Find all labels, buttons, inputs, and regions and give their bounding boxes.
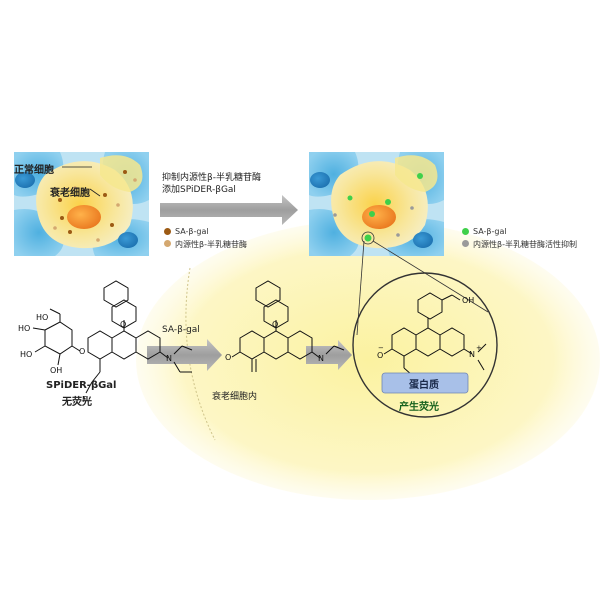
label-normal-cell: 正常细胞 [14,165,54,176]
protein-box [381,372,469,394]
molecule-spider-bgal [32,280,193,394]
atom-o-1: O [79,347,85,356]
cells-panel-after [309,152,444,256]
atom-o-5: O [377,351,383,360]
atom-n-1: N [166,354,172,363]
legend-left-label-1: SA-β-gal [175,227,209,236]
senescent-cell-glow [136,220,600,500]
atom-f: F [82,395,87,404]
inside-cell-label: 衰老细胞内 [212,392,258,402]
atom-n-3: N [469,350,475,359]
product-state: 产生荧光 [399,402,439,413]
atom-n-2: N [318,354,324,363]
probe-state: 无荧光 [62,397,92,408]
legend-left-label-2: 内源性β-半乳糖苷酶 [175,240,247,249]
atom-o-2: O [120,320,126,329]
molecule-intermediate [231,280,345,372]
legend-right-dot-2 [462,240,469,247]
protein-label: 蛋白质 [409,380,439,391]
atom-ho-1: HO [36,313,48,322]
atom-oh-2: OH [462,296,474,305]
reaction-arrow-2 [306,340,352,370]
cells-panel-before [14,152,149,256]
zoom-line-right [372,240,489,313]
atom-o-4: O [272,320,278,329]
atom-ho-3: HO [20,350,32,359]
legend-left-dot-1 [164,228,171,235]
atom-ho-2: HO [18,324,30,333]
atom-o-3: O [225,353,231,362]
step1-line1: 抑制内源性β-半乳糖苷酶 [162,173,261,183]
legend-right-label-2: 内源性β-半乳糖苷酶活性抑制 [473,240,577,249]
label-senescent-cell: 衰老细胞 [50,188,90,199]
legend-left-dot-2 [164,240,171,247]
atom-minus: − [378,344,384,352]
atom-plus: + [476,344,482,352]
zoom-circle [352,272,498,418]
step-arrow [160,195,298,225]
enzyme-label: SA-β-gal [162,325,200,335]
step1-line2: 添加SPiDER-βGal [162,185,236,195]
legend-right-dot-1 [462,228,469,235]
legend-right-label-1: SA-β-gal [473,227,507,236]
reaction-arrow-1 [147,339,222,371]
atom-oh-1: OH [50,366,62,375]
probe-name: SPiDER-βGal [46,380,117,391]
